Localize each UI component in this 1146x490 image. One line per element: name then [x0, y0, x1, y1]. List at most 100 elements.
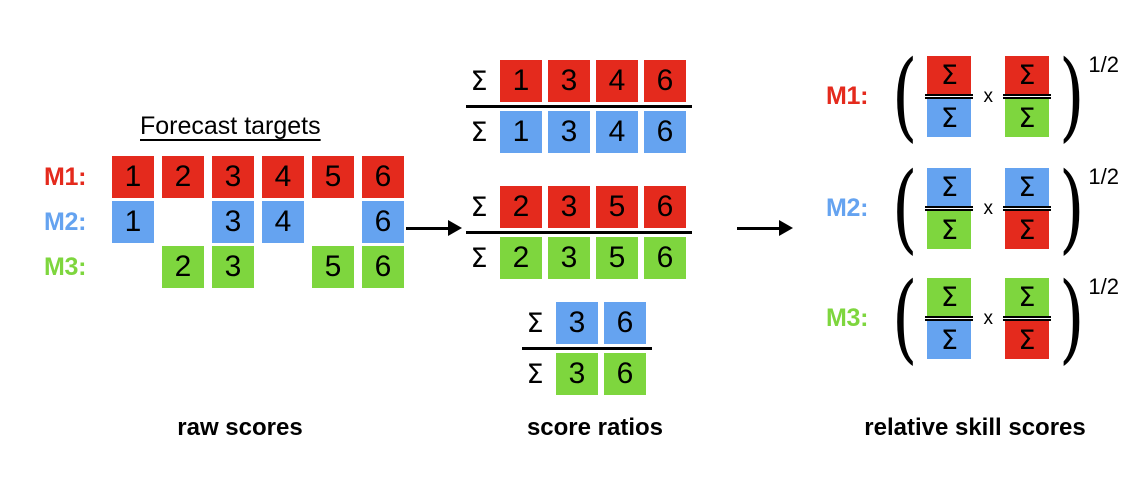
- score-cell: 5: [312, 246, 354, 288]
- score-cell: 2: [162, 156, 204, 198]
- score-cell: 1: [500, 111, 542, 153]
- sigma-cell-numerator: Σ: [927, 168, 972, 206]
- sigma-cell-denominator: Σ: [927, 99, 972, 137]
- paren-close: ): [1058, 40, 1085, 153]
- score-cell: 4: [596, 60, 638, 102]
- paren-open: (: [891, 40, 918, 153]
- score-cell: 6: [604, 302, 646, 344]
- caption-score-ratios: score ratios: [526, 414, 664, 441]
- multiplication-sign: x: [983, 85, 993, 107]
- sigma-cell-denominator: Σ: [1004, 99, 1049, 137]
- arrow-head: [448, 220, 462, 236]
- model-label-m3: M3:: [44, 252, 87, 281]
- sigma-cell-denominator: Σ: [927, 321, 972, 359]
- sigma-cell-denominator: Σ: [1004, 211, 1049, 249]
- fraction-bar: [466, 105, 692, 108]
- score-cell: 2: [500, 237, 542, 279]
- paren-open: (: [891, 262, 918, 375]
- model-label-m3: M3:: [826, 304, 869, 332]
- arrow-shaft: [737, 227, 781, 230]
- score-cell: 4: [262, 201, 304, 243]
- score-cell: 6: [644, 237, 686, 279]
- fraction-bar: [1002, 94, 1051, 99]
- score-cell: 6: [362, 156, 404, 198]
- score-cell: 3: [556, 302, 598, 344]
- forecast-targets-title: Forecast targets: [140, 112, 321, 140]
- score-cell: 6: [644, 111, 686, 153]
- paren-close: ): [1058, 262, 1085, 375]
- score-cell: 5: [312, 156, 354, 198]
- score-cell: 6: [604, 353, 646, 395]
- score-cell: 1: [112, 201, 154, 243]
- fraction-bar: [466, 231, 692, 234]
- score-cell: 3: [556, 353, 598, 395]
- score-cell: 5: [596, 186, 638, 228]
- arrow-raw-to-ratios: [406, 218, 462, 238]
- exponent-one-half: 1/2: [1088, 164, 1119, 189]
- score-cell: 3: [212, 201, 254, 243]
- sigma-cell-numerator: Σ: [927, 56, 972, 94]
- sigma-symbol: Σ: [470, 242, 488, 274]
- caption-raw-scores: raw scores: [177, 414, 303, 441]
- sigma-cell-numerator: Σ: [1004, 278, 1049, 316]
- score-cell-empty: [112, 246, 154, 288]
- multiplication-sign: x: [983, 307, 993, 329]
- model-label-m2: M2:: [44, 207, 87, 236]
- sigma-cell-denominator: Σ: [927, 211, 972, 249]
- paren-close: ): [1058, 152, 1085, 265]
- fraction-bar: [925, 94, 974, 99]
- score-cell: 3: [548, 60, 590, 102]
- score-cell: 3: [548, 237, 590, 279]
- fraction-bar: [925, 316, 974, 321]
- model-label-m1: M1:: [44, 162, 87, 191]
- sigma-symbol: Σ: [470, 65, 488, 97]
- paren-open: (: [891, 152, 918, 265]
- score-cell: 6: [362, 201, 404, 243]
- score-cell: 2: [162, 246, 204, 288]
- fraction-bar: [1002, 316, 1051, 321]
- score-cell: 3: [212, 246, 254, 288]
- fraction-bar: [925, 206, 974, 211]
- score-cell: 1: [112, 156, 154, 198]
- score-cell-empty: [262, 246, 304, 288]
- sigma-symbol: Σ: [526, 358, 544, 390]
- score-cell: 3: [548, 111, 590, 153]
- sigma-cell-numerator: Σ: [1004, 56, 1049, 94]
- score-cell: 5: [596, 237, 638, 279]
- score-cell-empty: [312, 201, 354, 243]
- model-label-m2: M2:: [826, 194, 869, 222]
- fraction-bar: [1002, 206, 1051, 211]
- score-cell: 1: [500, 60, 542, 102]
- score-cell: 4: [262, 156, 304, 198]
- score-cell: 6: [644, 186, 686, 228]
- score-cell: 2: [500, 186, 542, 228]
- score-cell-empty: [162, 201, 204, 243]
- model-label-m1: M1:: [826, 82, 869, 110]
- score-cell: 3: [212, 156, 254, 198]
